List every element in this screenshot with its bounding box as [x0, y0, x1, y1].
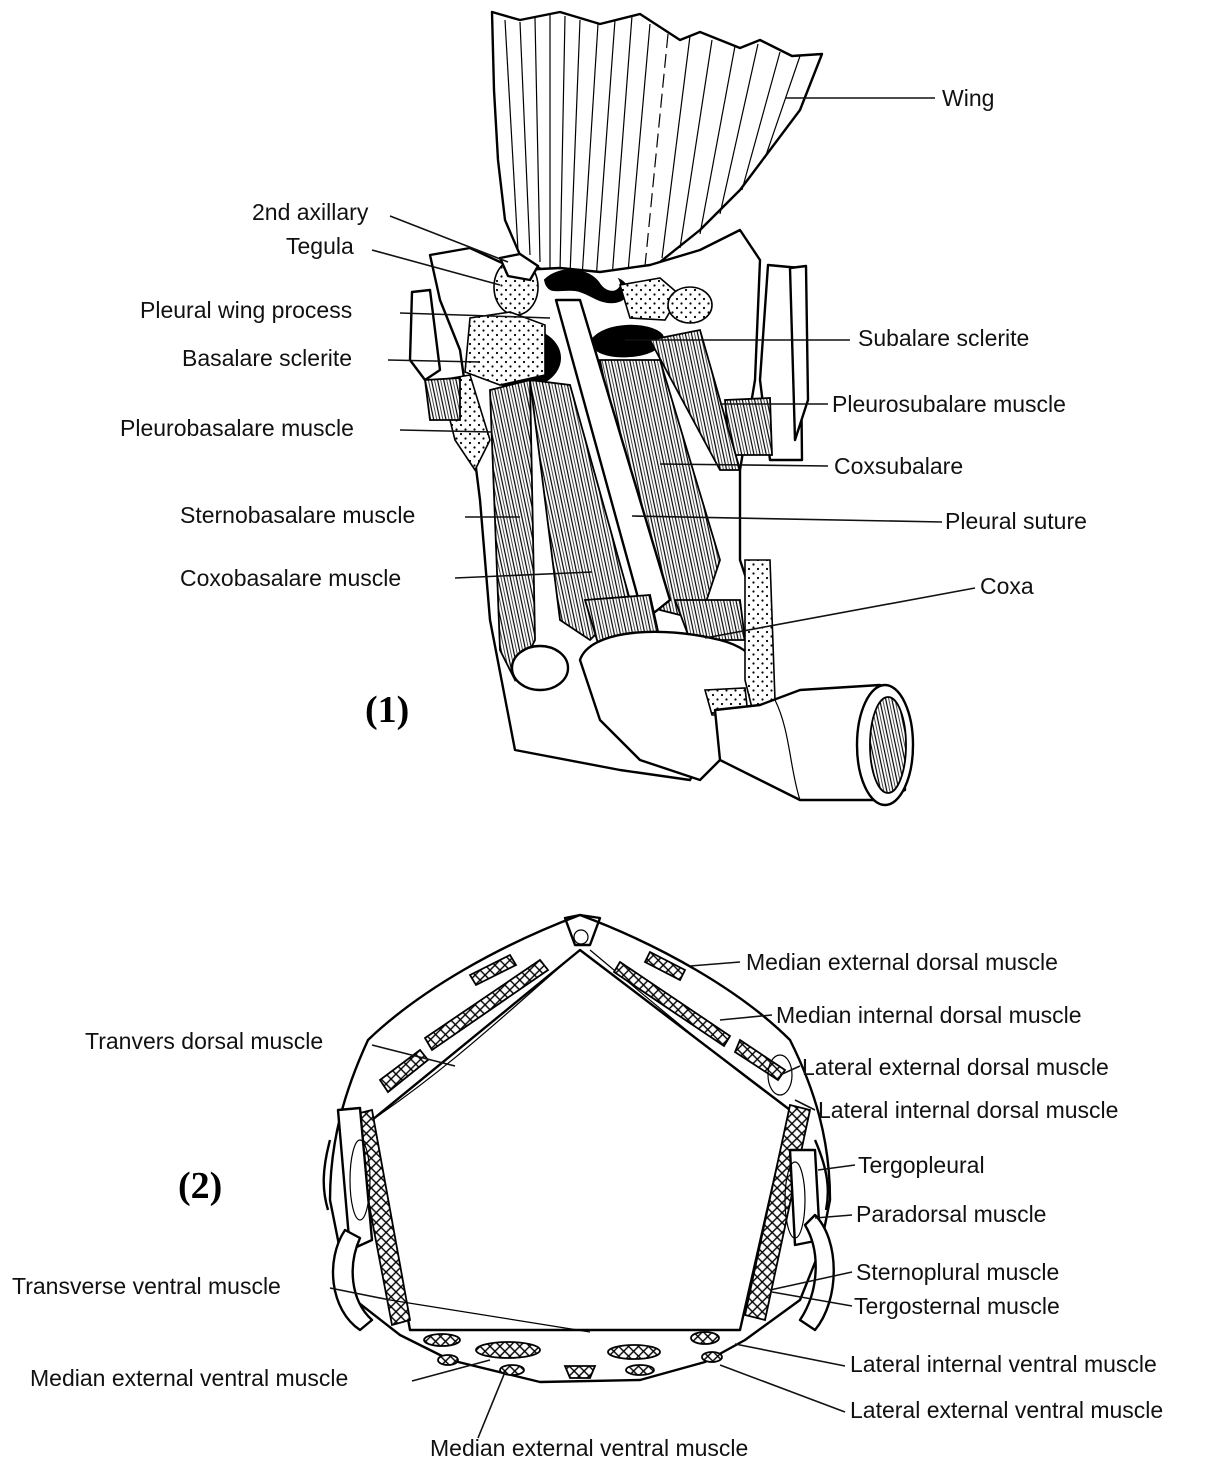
figure-1-thoracic-segment: (1) Wing 2nd axillary Tegula Pleural win… [120, 12, 1087, 805]
label-median-external-dorsal-muscle: Median external dorsal muscle [746, 949, 1058, 975]
label-tergopleural: Tergopleural [858, 1152, 985, 1178]
label-tegula: Tegula [286, 233, 354, 259]
label-wing: Wing [942, 85, 994, 111]
label-sternobasalare-muscle: Sternobasalare muscle [180, 502, 415, 528]
panel-label-2: (2) [178, 1165, 222, 1207]
panel-label-1: (1) [365, 689, 409, 731]
label-2nd-axillary: 2nd axillary [252, 199, 369, 225]
label-pleurosubalare-muscle: Pleurosubalare muscle [832, 391, 1066, 417]
body-cavity [372, 950, 790, 1330]
label-sternoplural-muscle: Sternoplural muscle [856, 1259, 1059, 1285]
figure-2-cross-section: (2) Median external dorsal muscle Median… [12, 915, 1163, 1461]
label-coxobasalare-muscle: Coxobasalare muscle [180, 565, 401, 591]
label-coxa: Coxa [980, 573, 1034, 599]
label-tergosternal-muscle: Tergosternal muscle [854, 1293, 1060, 1319]
label-pleural-wing-process: Pleural wing process [140, 297, 352, 323]
label-tranvers-dorsal-muscle: Tranvers dorsal muscle [85, 1028, 323, 1054]
label-coxsubalare: Coxsubalare [834, 453, 963, 479]
label-subalare-sclerite: Subalare sclerite [858, 325, 1029, 351]
label-pleural-suture: Pleural suture [945, 508, 1087, 534]
label-pleurobasalare-muscle: Pleurobasalare muscle [120, 415, 354, 441]
label-basalare-sclerite: Basalare sclerite [182, 345, 352, 371]
wing-drawing [492, 12, 822, 282]
label-median-external-ventral-muscle-left: Median external ventral muscle [30, 1365, 348, 1391]
label-paradorsal-muscle: Paradorsal muscle [856, 1201, 1046, 1227]
label-transverse-ventral-muscle: Transverse ventral muscle [12, 1273, 281, 1299]
label-median-external-ventral-muscle-bottom: Median external ventral muscle [430, 1435, 748, 1461]
label-lateral-internal-dorsal-muscle: Lateral internal dorsal muscle [818, 1097, 1118, 1123]
label-lateral-internal-ventral-muscle: Lateral internal ventral muscle [850, 1351, 1157, 1377]
label-lateral-external-ventral-muscle: Lateral external ventral muscle [850, 1397, 1163, 1423]
label-median-internal-dorsal-muscle: Median internal dorsal muscle [776, 1002, 1082, 1028]
label-lateral-external-dorsal-muscle: Lateral external dorsal muscle [802, 1054, 1109, 1080]
